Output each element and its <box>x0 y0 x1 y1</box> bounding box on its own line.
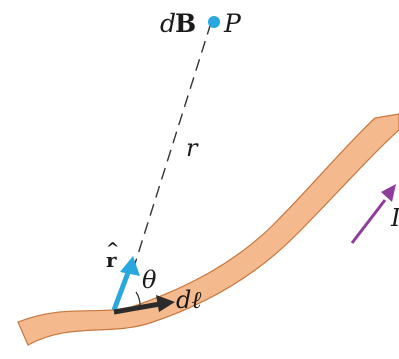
r-hat-arrow-shaft <box>111 269 132 311</box>
current-arrow-shaft <box>350 199 387 244</box>
wire <box>17 113 399 346</box>
point-p-label: P <box>223 9 242 38</box>
r-label: r <box>186 134 199 162</box>
r-dashed-line <box>132 25 211 271</box>
current-label: I <box>390 204 399 232</box>
r-hat-arrow-head <box>120 256 140 276</box>
dl-arrow-head <box>156 295 175 312</box>
theta-label: θ <box>142 266 157 294</box>
theta-arc <box>135 291 141 307</box>
r-hat-label: r <box>106 248 117 272</box>
dl-arrow-shaft <box>113 301 161 315</box>
r-hat-caret: ^ <box>106 239 119 258</box>
point-p-dot <box>208 16 220 28</box>
db-label-b: B <box>175 9 196 38</box>
db-label-d: d <box>160 9 176 38</box>
current-arrow-head <box>381 184 396 202</box>
dl-label: dℓ <box>176 286 201 314</box>
